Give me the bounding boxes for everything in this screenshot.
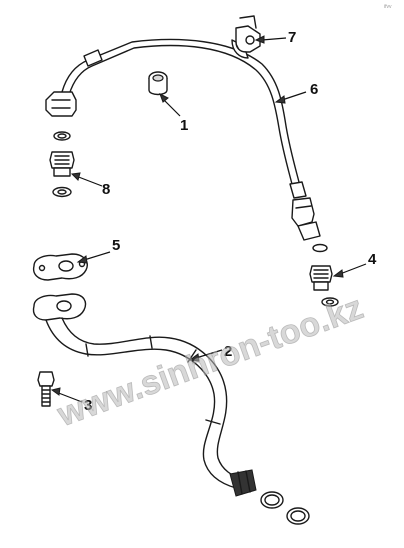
supply-line-part-6 <box>45 38 321 241</box>
sleeve-part-1 <box>148 71 168 96</box>
callout-1: 1 <box>180 117 188 134</box>
callout-5: 5 <box>112 237 120 254</box>
o-rings <box>260 491 310 525</box>
watermark-text: www.sinhron-too.kz <box>52 288 368 434</box>
drain-tube-part-2 <box>32 293 257 497</box>
corner-mark: ifvv <box>384 4 392 10</box>
adapter-part-8 <box>49 131 75 198</box>
bolt-part-3 <box>37 371 55 407</box>
callout-7: 7 <box>288 29 296 46</box>
gasket-part-5 <box>32 253 88 281</box>
callout-6: 6 <box>310 81 318 98</box>
callout-3: 3 <box>84 397 92 414</box>
clamp-part-7 <box>231 15 261 59</box>
callouts: 1 2 3 4 5 6 7 8 <box>50 29 377 414</box>
adapter-part-4 <box>309 243 339 307</box>
callout-4: 4 <box>368 251 377 268</box>
callout-2: 2 <box>224 343 232 360</box>
callout-8: 8 <box>102 181 110 198</box>
